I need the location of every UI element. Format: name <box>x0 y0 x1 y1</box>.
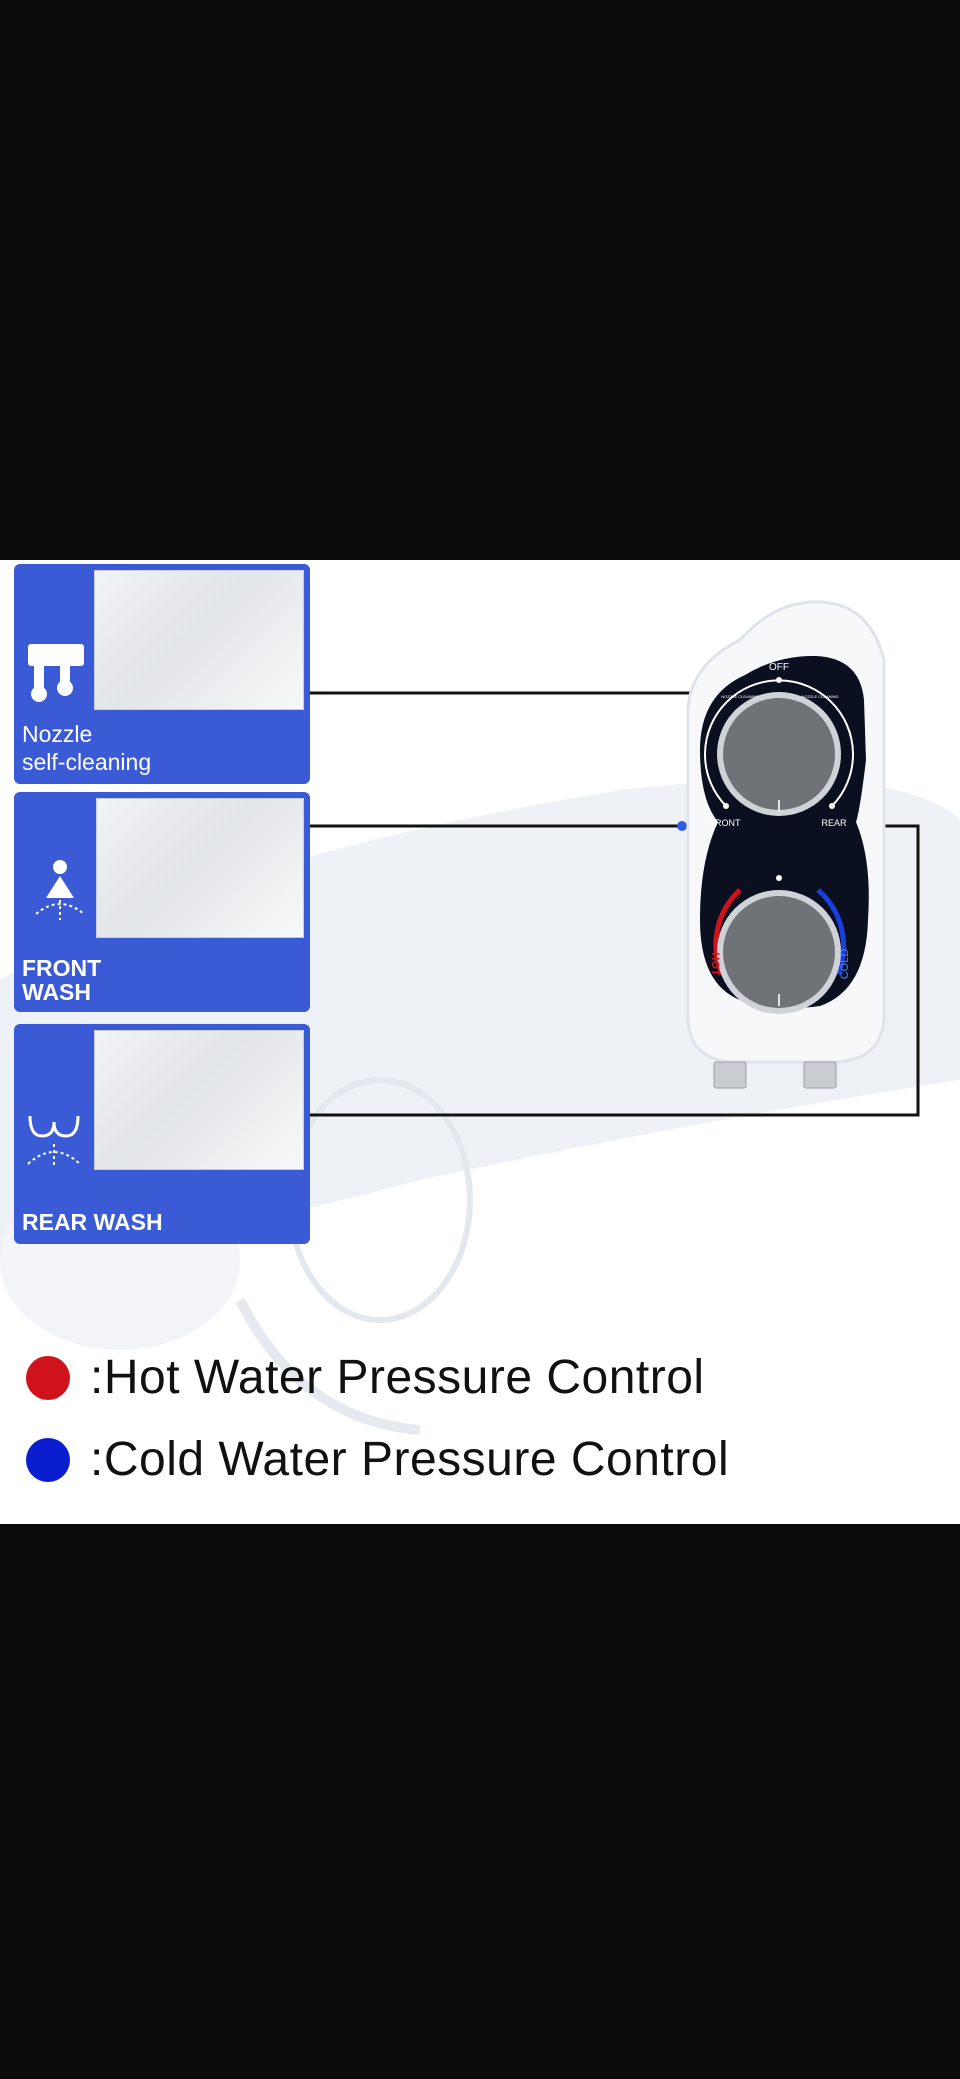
legend-cold-text: :Cold Water Pressure Control <box>90 1433 730 1486</box>
hot-dot <box>26 1355 70 1400</box>
legend-hot-text: :Hot Water Pressure Control <box>90 1351 705 1404</box>
rear-wash-icon <box>27 1115 81 1168</box>
nozzle-photo <box>94 570 304 710</box>
card-label: REAR WASH <box>22 1209 163 1235</box>
front-wash-icon <box>35 860 85 920</box>
bidet-control-device: OFF FRONT REAR NOZZLE CLEANING NOZZLE CL… <box>310 600 920 1117</box>
hot-label: HOT <box>709 952 721 976</box>
water-inlet-fittings <box>713 1061 837 1089</box>
nozzle-icon <box>28 644 84 702</box>
rear-wash-card: REAR WASH <box>14 1024 310 1244</box>
off-label: OFF <box>769 662 789 673</box>
card-label: FRONT WASH <box>22 955 102 1005</box>
front-label: FRONT <box>710 818 741 828</box>
legend-cold: :Cold Water Pressure Control <box>26 1432 729 1487</box>
nozzle-cleaning-left-label: NOZZLE CLEANING <box>721 694 758 699</box>
nozzle-cleaning-right-label: NOZZLE CLEANING <box>801 694 838 699</box>
cold-dot <box>26 1437 70 1482</box>
front-wash-card: FRONT WASH <box>14 792 310 1012</box>
rear-wash-photo <box>94 1030 304 1170</box>
front-wash-photo <box>96 798 304 938</box>
connector-dot <box>677 821 687 831</box>
card-label: Nozzle self-cleaning <box>22 721 152 775</box>
rear-label: REAR <box>821 818 847 828</box>
legend-hot: :Hot Water Pressure Control <box>26 1350 705 1405</box>
nozzle-self-cleaning-card: Nozzle self-cleaning <box>14 564 310 784</box>
product-feature-panel: Nozzle self-cleaning FRONT WASH REAR WAS… <box>0 560 960 1524</box>
cold-label: COLD <box>839 949 851 980</box>
